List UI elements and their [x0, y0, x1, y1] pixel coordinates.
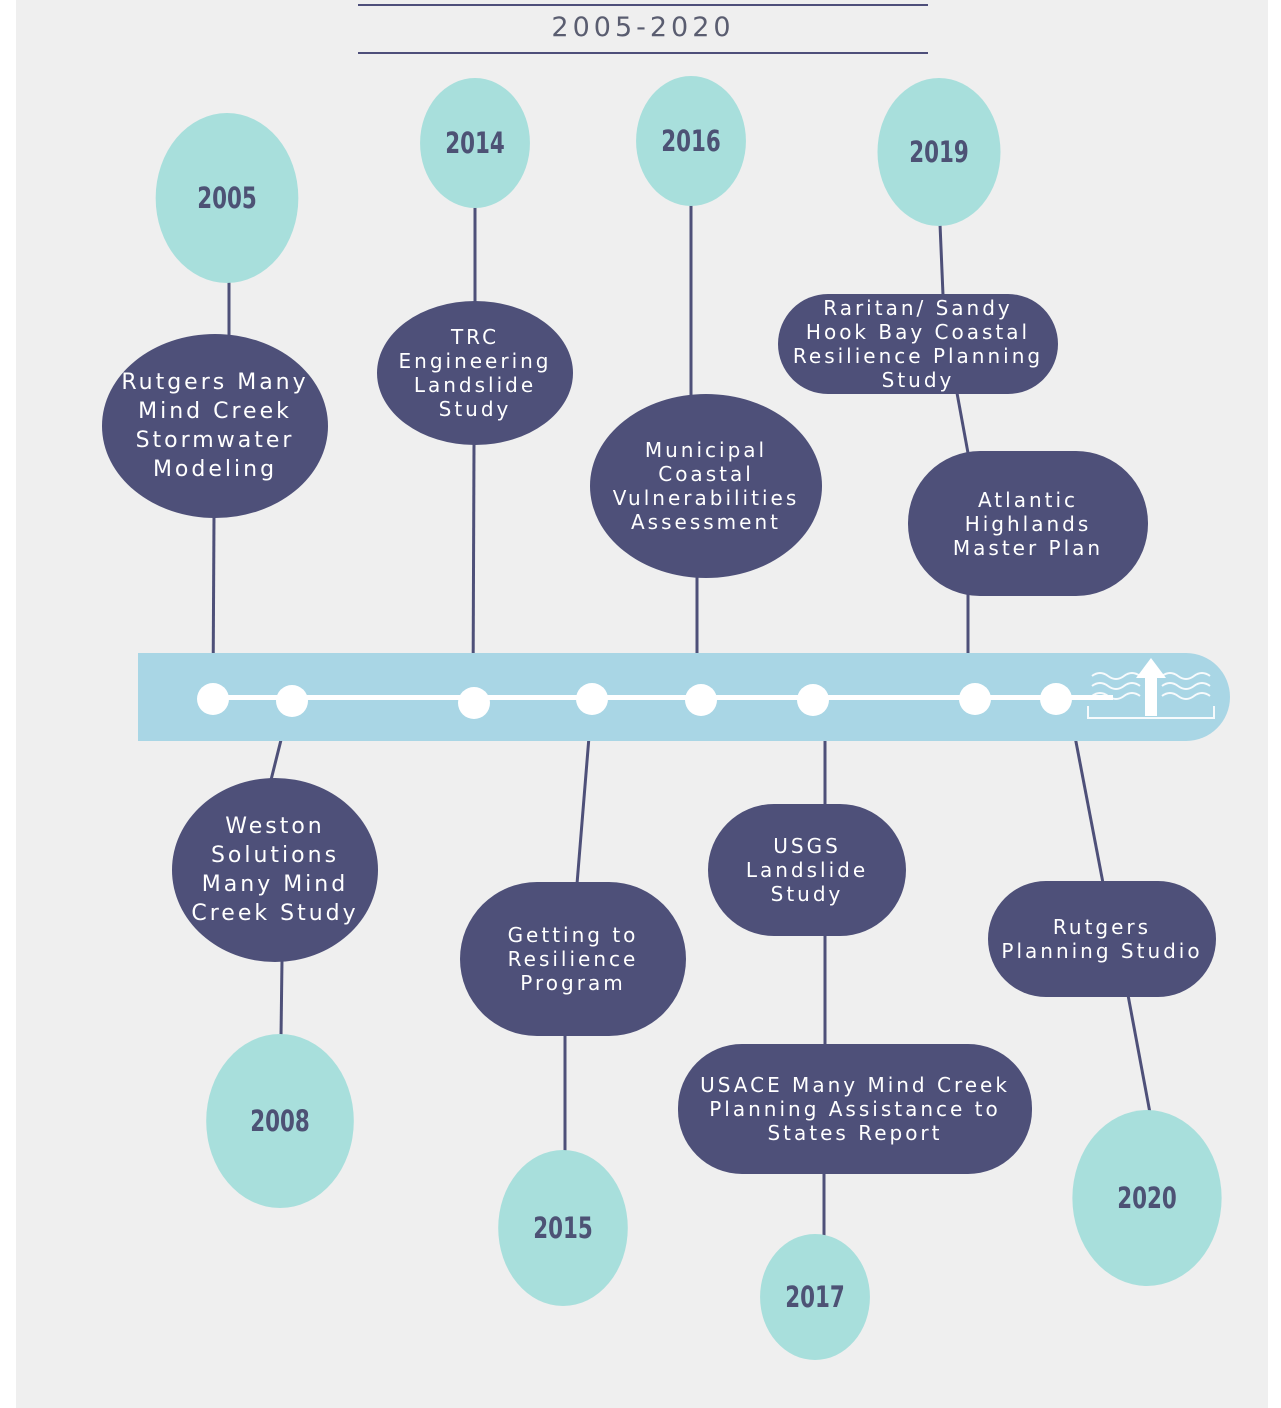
year-circle-2020: 2020 — [1072, 1110, 1222, 1286]
timeline-node — [576, 683, 608, 715]
event-usace-planning-report: USACE Many Mind Creek Planning Assistanc… — [678, 1044, 1032, 1174]
event-municipal-coastal-assessment: Municipal Coastal Vulnerabilities Assess… — [590, 394, 822, 578]
timeline-axis — [213, 695, 1113, 700]
timeline-node — [1040, 683, 1072, 715]
event-usgs-landslide-study: USGS Landslide Study — [708, 804, 906, 936]
timeline-node — [458, 687, 490, 719]
timeline-node — [797, 684, 829, 716]
event-getting-to-resilience: Getting to Resilience Program — [460, 882, 686, 1036]
year-circle-2017: 2017 — [760, 1234, 870, 1360]
event-rutgers-stormwater-modeling: Rutgers Many Mind Creek Stormwater Model… — [102, 334, 328, 518]
connector-2019-middle — [955, 392, 970, 454]
event-trc-landslide-study: TRC Engineering Landslide Study — [377, 301, 573, 445]
event-rutgers-planning-studio: Rutgers Planning Studio — [988, 881, 1216, 997]
timeline-node — [959, 683, 991, 715]
header-bottom-rule — [358, 52, 928, 54]
year-circle-2015: 2015 — [498, 1150, 628, 1306]
timeline-node — [197, 683, 229, 715]
year-circle-2019: 2019 — [877, 78, 1001, 226]
timeline-node — [685, 684, 717, 716]
connector-2019-upper — [938, 223, 945, 296]
year-circle-2016: 2016 — [636, 76, 746, 206]
connector-2020-lower — [1126, 994, 1152, 1114]
rising-water-arrow-icon — [1087, 658, 1215, 719]
timeline-node — [276, 685, 308, 717]
date-range-title: 2005-2020 — [551, 12, 735, 43]
event-weston-solutions-study: Weston Solutions Many Mind Creek Study — [172, 778, 378, 962]
year-circle-2008: 2008 — [206, 1034, 354, 1208]
event-atlantic-highlands-master-plan: Atlantic Highlands Master Plan — [908, 451, 1148, 596]
year-circle-2014: 2014 — [420, 78, 530, 208]
connector-2008-lower — [279, 959, 284, 1038]
event-raritan-sandy-hook-study: Raritan/ Sandy Hook Bay Coastal Resilien… — [778, 294, 1058, 394]
header-top-rule — [358, 4, 928, 6]
year-circle-2005: 2005 — [155, 113, 299, 283]
